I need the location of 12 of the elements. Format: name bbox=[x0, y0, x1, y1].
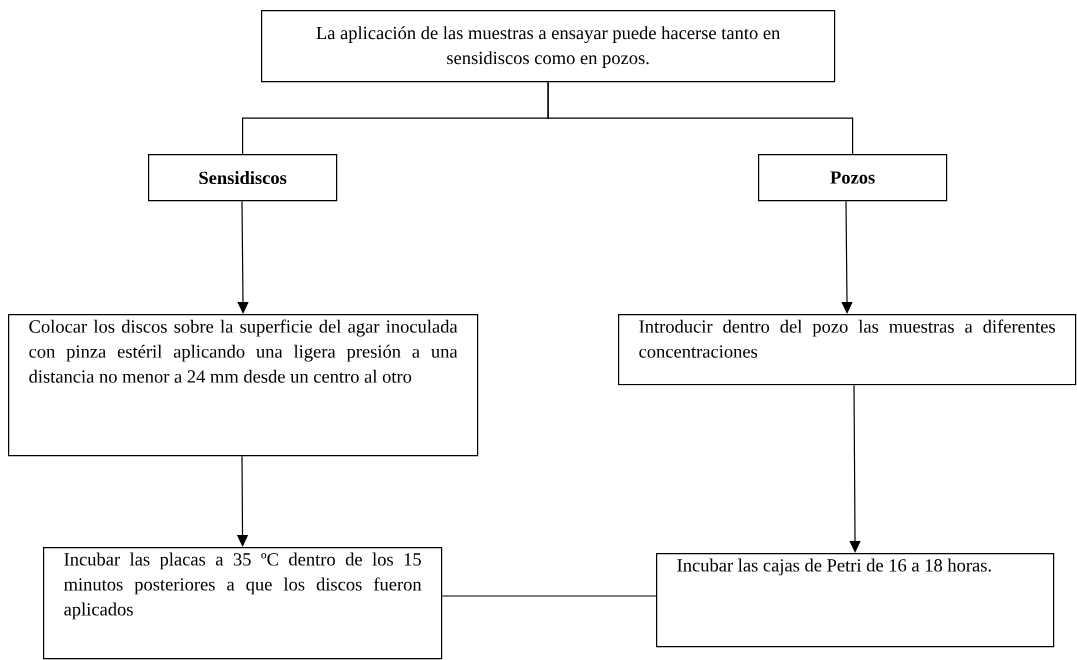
process-box: Colocar los discos sobre la superficie del agar inoculada con pinza estéril aplicando una ligera presión a una distancia no menor a 24 mm desde un centro al otro bbox=[8, 314, 479, 457]
arrow bbox=[849, 384, 861, 553]
arrow bbox=[237, 200, 249, 314]
process-box: Introducir dentro del pozo las muestras a diferentes concentraciones bbox=[618, 314, 1077, 386]
arrow bbox=[841, 200, 853, 314]
heading-box: Pozos bbox=[758, 154, 948, 202]
connector-line bbox=[441, 595, 657, 597]
connector-line bbox=[547, 81, 854, 155]
process-box: La aplicación de las muestras a ensayar puede hacerse tanto en sensidiscos como en pozos. bbox=[261, 10, 836, 83]
heading-box: Sensidiscos bbox=[148, 154, 338, 202]
process-box: Incubar las cajas de Petri de 16 a 18 horas. bbox=[656, 553, 1055, 648]
process-box: Incubar las placas a 35 ºC dentro de los 15 minutos posteriores a que los discos fueron aplicados bbox=[43, 547, 443, 660]
